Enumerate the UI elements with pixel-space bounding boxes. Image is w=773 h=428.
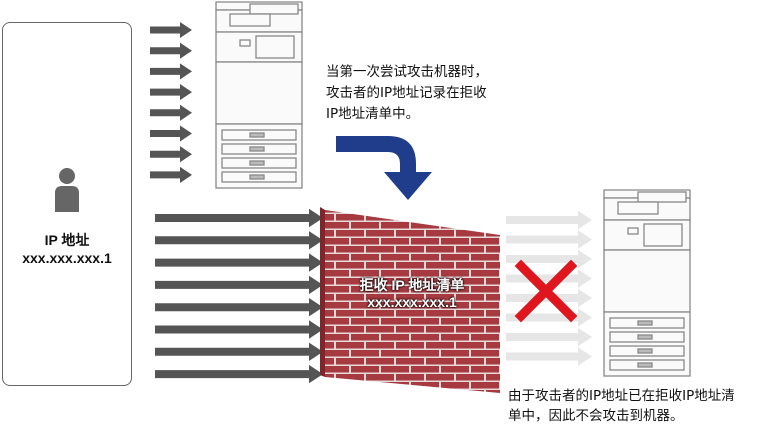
- attack-arrow: [150, 166, 192, 183]
- deflected-arrow: [506, 249, 592, 269]
- blocked-cross-icon: [514, 259, 578, 323]
- blocked-attack-arrow: [155, 231, 323, 250]
- note-bottom-line2: 单中，因此不会攻击到机器。: [508, 408, 684, 424]
- note-top-line2: 攻击者的IP地址记录在拒收: [326, 85, 487, 101]
- attack-arrow: [150, 104, 192, 121]
- attacker-ip-heading: IP 地址: [44, 232, 90, 248]
- redirect-arrow-icon: [336, 136, 432, 200]
- deflected-arrow: [506, 230, 592, 249]
- note-top-line1: 当第一次尝试攻击机器时，: [326, 64, 488, 80]
- attack-arrow: [150, 84, 192, 101]
- attack-arrow: [150, 21, 192, 39]
- blocked-attack-arrow: [155, 275, 323, 295]
- blocked-attack-arrow: [155, 364, 323, 384]
- deflected-arrow: [506, 308, 592, 327]
- deflected-arrow: [506, 347, 592, 366]
- attack-arrow: [150, 63, 192, 80]
- note-top-line3: IP地址清单中。: [326, 106, 420, 122]
- blocked-attack-arrow: [155, 298, 323, 317]
- blocked-attack-arrow: [155, 208, 323, 228]
- person-icon: [55, 168, 79, 212]
- blocked-attack-arrow: [155, 253, 323, 272]
- deflected-arrow: [506, 269, 592, 288]
- attack-arrow: [150, 125, 192, 142]
- deflected-arrow: [506, 327, 592, 347]
- deflected-arrow: [506, 210, 592, 230]
- attack-arrow: [150, 42, 192, 59]
- firewall-ip: xxx.xxx.xxx.1: [367, 294, 457, 310]
- printer-icon: [215, 1, 303, 189]
- firewall-wall: [320, 207, 500, 393]
- printer-icon-protected: [603, 189, 691, 377]
- blocked-attack-arrow: [155, 320, 323, 339]
- firewall-title: 拒收 IP 地址清单: [359, 277, 465, 293]
- blocked-attack-arrow: [155, 342, 323, 361]
- note-bottom-line1: 由于攻击者的IP地址已在拒收IP地址清: [508, 388, 735, 404]
- attack-arrow: [150, 146, 192, 163]
- attacker-ip-address: xxx.xxx.xxx.1: [22, 250, 112, 266]
